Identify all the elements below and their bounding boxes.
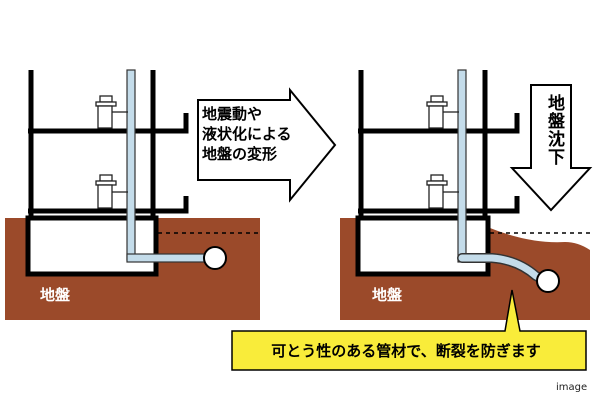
deformation-label-line: 地盤の変形 [202, 145, 278, 163]
ground-label-left: 地盤 [40, 286, 71, 304]
basement-right [355, 215, 491, 277]
building-right [358, 70, 520, 218]
manhole-icon [536, 269, 560, 293]
basement-left [25, 215, 159, 277]
deformation-label-line: 地震動や [202, 105, 263, 123]
callout-text: 可とう性のある管材で、断裂を防ぎます [271, 342, 541, 360]
deformation-label: 地震動や 液状化による 地盤の変形 [202, 104, 298, 164]
ground-label-right: 地盤 [372, 286, 403, 304]
toilet-icon [95, 174, 128, 209]
right-panel [340, 69, 592, 320]
deformation-label-line: 液状化による [202, 125, 292, 143]
subsidence-arrow [509, 84, 593, 212]
subsidence-label: 地盤沈下 [544, 94, 564, 166]
building-left [28, 70, 189, 218]
pipe-right-vertical [457, 69, 467, 263]
toilet-icon [426, 174, 459, 209]
toilet-icon [95, 95, 128, 129]
pipe-left-vertical [126, 69, 136, 261]
toilet-icon [426, 95, 459, 129]
transition-arrow [197, 87, 337, 203]
left-panel [5, 69, 260, 320]
image-note: image [556, 382, 588, 393]
callout-box [231, 289, 587, 371]
pipe-left-horizontal [126, 253, 216, 263]
manhole-icon [203, 246, 227, 270]
